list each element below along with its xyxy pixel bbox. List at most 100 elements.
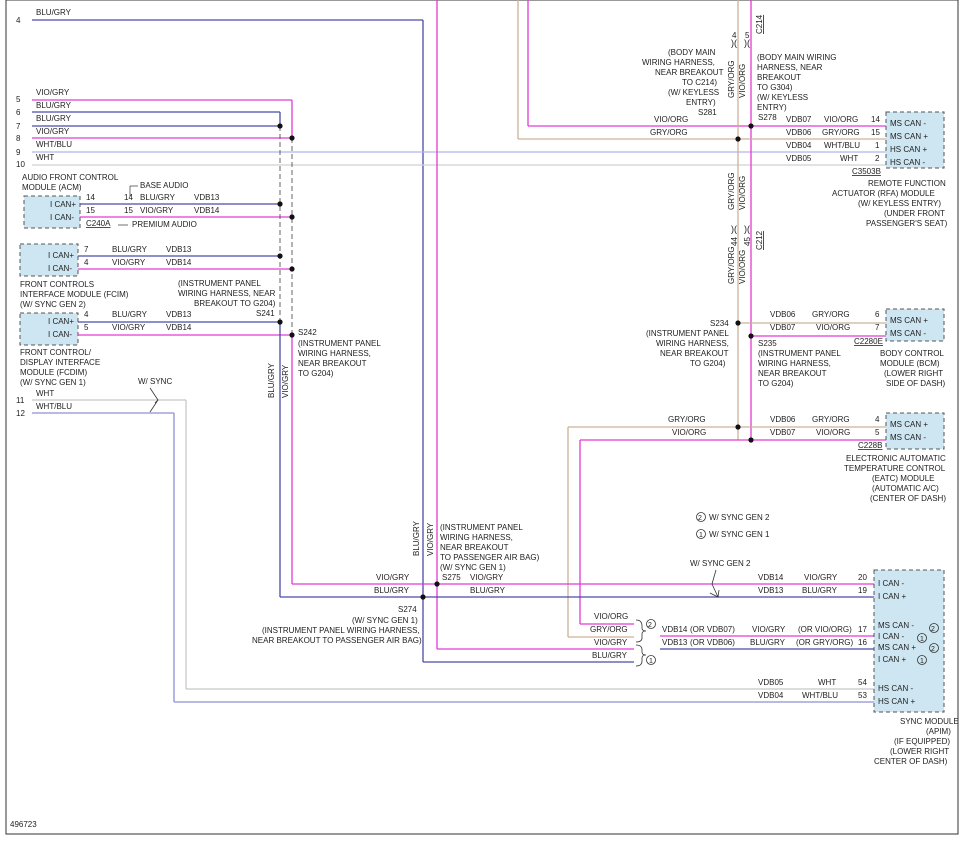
svg-text:ELECTRONIC AUTOMATIC: ELECTRONIC AUTOMATIC: [846, 454, 946, 463]
svg-text:WIRING HARNESS,: WIRING HARNESS,: [298, 349, 371, 358]
svg-text:5: 5: [16, 95, 21, 104]
svg-text:2: 2: [648, 622, 652, 629]
svg-text:VIO/GRY: VIO/GRY: [140, 206, 174, 215]
svg-text:2: 2: [875, 154, 880, 163]
svg-text:VDB06: VDB06: [786, 128, 812, 137]
svg-text:20: 20: [858, 573, 867, 582]
svg-text:14: 14: [124, 193, 133, 202]
svg-text:11: 11: [16, 396, 25, 405]
svg-text:S278: S278: [758, 113, 777, 122]
svg-text:NEAR BREAKOUT: NEAR BREAKOUT: [298, 359, 367, 368]
svg-text:BLU/GRY: BLU/GRY: [36, 114, 72, 123]
svg-text:S281: S281: [698, 108, 717, 117]
svg-text:)(: )(: [744, 38, 750, 48]
svg-text:NEAR BREAKOUT: NEAR BREAKOUT: [660, 349, 729, 358]
svg-text:TO PASSENGER AIR BAG): TO PASSENGER AIR BAG): [440, 553, 540, 562]
svg-text:HS CAN +: HS CAN +: [878, 697, 915, 706]
svg-text:VIO/ORG: VIO/ORG: [824, 115, 858, 124]
svg-text:ENTRY): ENTRY): [757, 103, 787, 112]
svg-text:VDB14: VDB14: [166, 258, 192, 267]
svg-text:(W/ KEYLESS ENTRY): (W/ KEYLESS ENTRY): [858, 199, 941, 208]
svg-text:MS CAN +: MS CAN +: [890, 420, 928, 429]
svg-text:(OR VIO/ORG): (OR VIO/ORG): [798, 625, 852, 634]
svg-text:C212: C212: [755, 230, 764, 250]
svg-text:VDB13: VDB13: [166, 310, 192, 319]
svg-text:I CAN+: I CAN+: [48, 251, 74, 260]
svg-text:HARNESS, NEAR: HARNESS, NEAR: [757, 63, 823, 72]
svg-text:VIO/ORG: VIO/ORG: [738, 176, 747, 210]
svg-text:PREMIUM AUDIO: PREMIUM AUDIO: [132, 220, 197, 229]
svg-text:GRY/ORG: GRY/ORG: [727, 246, 736, 284]
svg-text:NEAR BREAKOUT: NEAR BREAKOUT: [440, 543, 509, 552]
svg-text:GRY/ORG: GRY/ORG: [822, 128, 860, 137]
svg-text:I CAN+: I CAN+: [48, 317, 74, 326]
svg-text:1: 1: [649, 658, 653, 665]
svg-text:I CAN -: I CAN -: [878, 632, 905, 641]
svg-text:C214: C214: [755, 14, 764, 34]
svg-text:19: 19: [858, 586, 867, 595]
svg-text:I CAN +: I CAN +: [878, 592, 907, 601]
svg-text:C2280E: C2280E: [854, 337, 883, 346]
sync-bus-wiring: BLU/GRY VIO/GRY VIO/GRY BLU/GRY VIO/GRY …: [138, 0, 886, 667]
svg-text:C228B: C228B: [858, 441, 882, 450]
svg-text:TO C214): TO C214): [682, 78, 717, 87]
svg-text:W/ SYNC GEN 1: W/ SYNC GEN 1: [709, 530, 770, 539]
svg-text:4: 4: [732, 31, 737, 40]
splice-dot: [277, 253, 283, 259]
splice-dot: [277, 123, 283, 129]
svg-text:S242: S242: [298, 328, 317, 337]
svg-text:AUDIO FRONT CONTROL: AUDIO FRONT CONTROL: [22, 173, 119, 182]
svg-text:(LOWER RIGHT: (LOWER RIGHT: [884, 369, 943, 378]
legend: 2 W/ SYNC GEN 2 1 W/ SYNC GEN 1: [696, 512, 770, 539]
svg-text:(CENTER OF DASH): (CENTER OF DASH): [870, 494, 946, 503]
fcdim-module: I CAN+ I CAN- 4 5 BLU/GRY VIO/GRY VDB13 …: [19, 310, 292, 387]
svg-text:VIO/GRY: VIO/GRY: [112, 323, 146, 332]
svg-text:VIO/GRY: VIO/GRY: [594, 638, 628, 647]
rfa-wiring: 4 5 )( )( C214 )( )( 44 45 C212 GRY/ORG …: [517, 0, 886, 440]
svg-text:MS CAN +: MS CAN +: [878, 643, 916, 652]
svg-text:GRY/ORG: GRY/ORG: [668, 415, 706, 424]
svg-text:S275: S275: [442, 573, 461, 582]
svg-text:VIO/GRY: VIO/GRY: [281, 364, 290, 398]
svg-text:W/ SYNC GEN 2: W/ SYNC GEN 2: [690, 559, 751, 568]
svg-text:HS CAN -: HS CAN -: [890, 158, 925, 167]
splice-dot: [748, 437, 754, 443]
svg-text:VIO/ORG: VIO/ORG: [738, 250, 747, 284]
svg-text:VDB07: VDB07: [786, 115, 812, 124]
svg-text:VDB06: VDB06: [770, 310, 796, 319]
svg-text:44: 44: [730, 237, 739, 246]
svg-text:(EATC) MODULE: (EATC) MODULE: [872, 474, 935, 483]
svg-text:W/ SYNC GEN 2: W/ SYNC GEN 2: [709, 513, 770, 522]
svg-text:5: 5: [84, 323, 89, 332]
svg-text:(BODY MAIN WIRING: (BODY MAIN WIRING: [757, 53, 836, 62]
svg-text:FRONT CONTROL/: FRONT CONTROL/: [20, 348, 92, 357]
svg-text:1: 1: [920, 636, 924, 643]
svg-text:TO G204): TO G204): [690, 359, 726, 368]
svg-text:(OR GRY/ORG): (OR GRY/ORG): [796, 638, 854, 647]
svg-text:BLU/GRY: BLU/GRY: [592, 651, 628, 660]
svg-text:VDB04: VDB04: [758, 691, 784, 700]
svg-text:VDB14: VDB14: [166, 323, 192, 332]
svg-text:6: 6: [16, 108, 21, 117]
svg-text:BREAKOUT: BREAKOUT: [757, 73, 801, 82]
svg-text:(INSTRUMENT PANEL: (INSTRUMENT PANEL: [440, 523, 523, 532]
svg-text:SIDE OF DASH): SIDE OF DASH): [886, 379, 945, 388]
eatc-wiring: GRY/ORG VIO/ORG: [567, 415, 886, 637]
svg-text:VDB14: VDB14: [758, 573, 784, 582]
svg-text:VIO/GRY: VIO/GRY: [36, 88, 70, 97]
splice-dot-s275: [434, 581, 440, 587]
svg-text:(W/ SYNC GEN 1): (W/ SYNC GEN 1): [440, 563, 506, 572]
svg-text:WHT: WHT: [840, 154, 858, 163]
svg-text:4: 4: [84, 258, 89, 267]
splice-dot-s234: [735, 320, 741, 326]
svg-text:(BODY MAIN: (BODY MAIN: [668, 48, 716, 57]
svg-text:WHT: WHT: [36, 389, 54, 398]
svg-text:BLU/GRY: BLU/GRY: [36, 101, 72, 110]
svg-text:BLU/GRY: BLU/GRY: [36, 8, 72, 17]
svg-text:REMOTE FUNCTION: REMOTE FUNCTION: [868, 179, 946, 188]
svg-text:VIO/GRY: VIO/GRY: [426, 522, 435, 556]
splice-dot-s241: [277, 319, 283, 325]
svg-text:S234: S234: [710, 319, 729, 328]
svg-text:MODULE (BCM): MODULE (BCM): [880, 359, 940, 368]
svg-text:MODULE (ACM): MODULE (ACM): [22, 183, 82, 192]
